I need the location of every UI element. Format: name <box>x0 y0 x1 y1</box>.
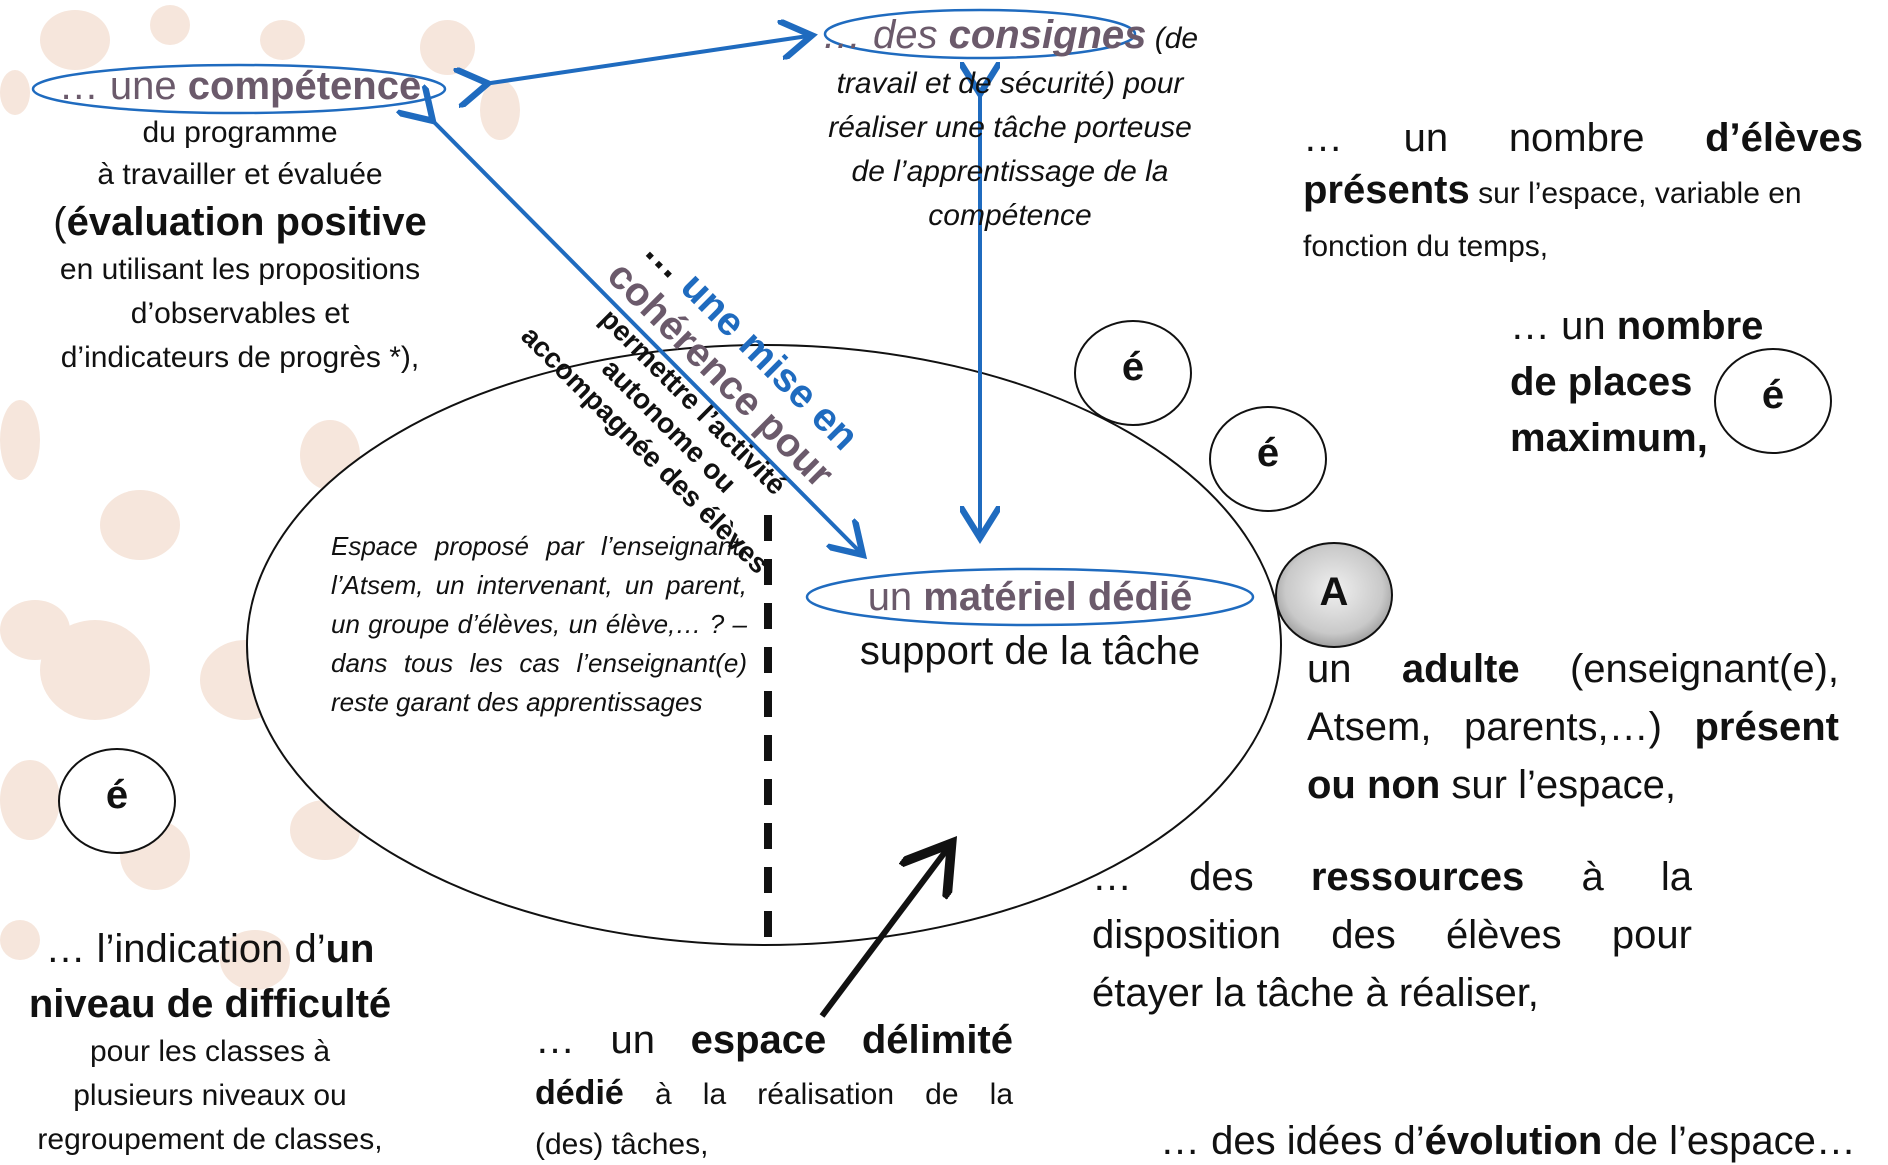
eleve-badge-circle-3 <box>1714 348 1832 454</box>
consignes-line1: travail et de sécurité) pour <box>836 67 1184 100</box>
adulte-line1: un adulte (enseignant(e), <box>1307 647 1839 691</box>
places-line1: … un nombre <box>1510 304 1764 348</box>
eleve-badge-circle-1 <box>1074 320 1192 426</box>
competence-line5: d’indicateurs de progrès *), <box>60 341 420 374</box>
difficulte-line2: niveau de difficulté <box>28 982 392 1026</box>
eleves-line2: présents sur l’espace, variable en <box>1303 168 1802 212</box>
eleve-badge-circle-4 <box>58 748 176 854</box>
ressources-line2: disposition des élèves pour <box>1092 913 1692 957</box>
arrow-espace-delimite <box>819 848 948 1018</box>
arrow-competence-consignes <box>484 36 808 84</box>
eleves-block: … un nombre d’élèves présents sur l’espa… <box>1303 112 1863 269</box>
consignes-title: … des consignes (de <box>821 13 1199 57</box>
ressources-block: … des ressources à la disposition des él… <box>1092 848 1692 1022</box>
competence-block: … une compétence du programme à travaill… <box>0 60 480 380</box>
difficulte-line5: regroupement de classes, <box>37 1123 383 1156</box>
consignes-block: … des consignes (de travail et de sécuri… <box>775 12 1245 238</box>
competence-line3: en utilisant les propositions <box>59 253 421 286</box>
eleve-badge-3: é <box>1761 373 1785 417</box>
consignes-line3: de l’apprentissage de la <box>851 155 1169 188</box>
materiel-line2: support de la tâche <box>859 629 1201 673</box>
difficulte-line4: plusieurs niveaux ou <box>73 1079 347 1112</box>
eleve-badge-circle-2 <box>1209 406 1327 512</box>
places-block: … un nombre de places maximum, <box>1510 298 1770 466</box>
materiel-title: un matériel dédié <box>867 575 1193 619</box>
eleve-badge-1: é <box>1121 345 1145 389</box>
eleves-line1: … un nombre d’élèves <box>1303 116 1863 160</box>
difficulte-line1: … l’indication d’un <box>45 927 375 971</box>
competence-line4: d’observables et <box>130 297 350 330</box>
adulte-badge-circle <box>1275 542 1393 648</box>
espace-note: Espace proposé par l’enseignant, l’Atsem… <box>331 531 747 717</box>
materiel-highlight <box>805 567 1255 627</box>
adulte-block: un adulte (enseignant(e), Atsem, parents… <box>1307 640 1839 814</box>
competence-evaluation: (évaluation positive <box>53 200 427 244</box>
consignes-line4: compétence <box>928 199 1092 232</box>
espace-delimite-line1: … un espace délimité <box>535 1018 1014 1062</box>
arrow-competence-materiel <box>430 118 860 552</box>
materiel-block: un matériel dédié support de la tâche <box>800 570 1260 678</box>
ressources-line3: étayer la tâche à réaliser, <box>1092 971 1539 1015</box>
consignes-highlight <box>823 8 1137 60</box>
competence-line2: à travailler et évaluée <box>97 158 383 191</box>
competence-line1: du programme <box>142 116 338 149</box>
espace-delimite-block: … un espace délimité dédié à la réalisat… <box>535 1012 1013 1165</box>
adulte-badge: A <box>1319 570 1349 614</box>
adulte-line2: Atsem, parents,…) présent <box>1307 705 1839 749</box>
espace-delimite-line2: dédié à la réalisation de la <box>535 1074 1013 1112</box>
places-line3: maximum, <box>1510 416 1708 460</box>
consignes-line2: réaliser une tâche porteuse <box>828 111 1192 144</box>
eleves-line3: fonction du temps, <box>1303 230 1549 263</box>
evolution-line: … des idées d’évolution de l’espace… <box>1160 1119 1856 1163</box>
ressources-line1: … des ressources à la <box>1092 855 1692 899</box>
places-line2: de places <box>1510 360 1693 404</box>
espace-delimite-line3: (des) tâches, <box>535 1128 709 1161</box>
adulte-line3: ou non sur l’espace, <box>1307 763 1676 807</box>
competence-title: … une compétence <box>58 64 422 108</box>
difficulte-block: … l’indication d’un niveau de difficulté… <box>0 920 420 1162</box>
eleve-badge-2: é <box>1256 431 1280 475</box>
difficulte-line3: pour les classes à <box>89 1035 331 1068</box>
eleve-badge-4: é <box>105 773 129 817</box>
